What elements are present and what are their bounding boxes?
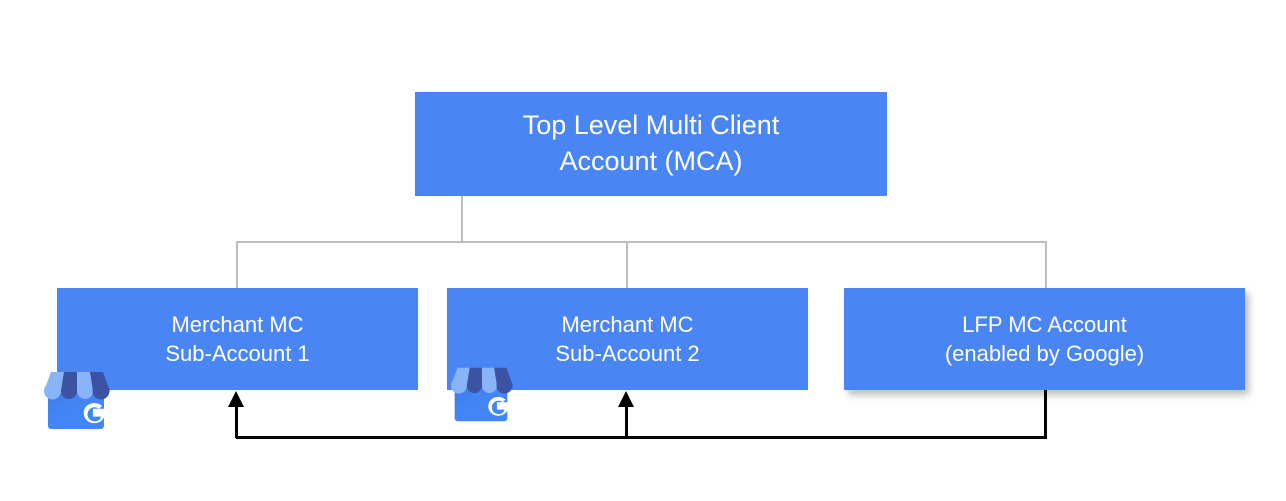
feedback-arrowhead-sub1-icon <box>228 391 244 407</box>
connector-drop-lfp <box>1045 241 1047 289</box>
feedback-shaft-sub2 <box>625 404 628 438</box>
connector-drop-sub1 <box>236 241 238 289</box>
connector-horizontal-bar <box>236 241 1047 243</box>
google-my-business-storefront-icon <box>450 367 513 422</box>
feedback-arrowhead-sub2-icon <box>618 391 634 407</box>
node-top-level-mca-line1: Top Level Multi Client <box>522 110 780 141</box>
node-merchant-sub-account-2-line2: Sub-Account 2 <box>555 341 700 366</box>
connector-mca-stem <box>461 196 463 242</box>
node-merchant-sub-account-1-line2: Sub-Account 1 <box>165 341 310 366</box>
node-merchant-sub-account-2-line1: Merchant MC <box>561 311 694 337</box>
feedback-horizontal-bar <box>236 436 1047 439</box>
node-lfp-mc-account-line1: LFP MC Account <box>962 311 1127 337</box>
node-merchant-sub-account-1[interactable]: Merchant MC Sub-Account 1 <box>57 288 418 390</box>
node-top-level-mca-line2: Account (MCA) <box>559 146 743 176</box>
feedback-riser-lfp <box>1044 390 1047 439</box>
google-my-business-storefront-icon <box>44 372 110 429</box>
node-lfp-mc-account-line2: (enabled by Google) <box>944 341 1145 366</box>
node-lfp-mc-account[interactable]: LFP MC Account (enabled by Google) <box>844 288 1245 390</box>
node-merchant-sub-account-1-line1: Merchant MC <box>171 311 304 337</box>
node-top-level-mca[interactable]: Top Level Multi Client Account (MCA) <box>415 92 887 196</box>
connector-drop-sub2 <box>626 241 628 289</box>
feedback-shaft-sub1 <box>235 404 238 438</box>
